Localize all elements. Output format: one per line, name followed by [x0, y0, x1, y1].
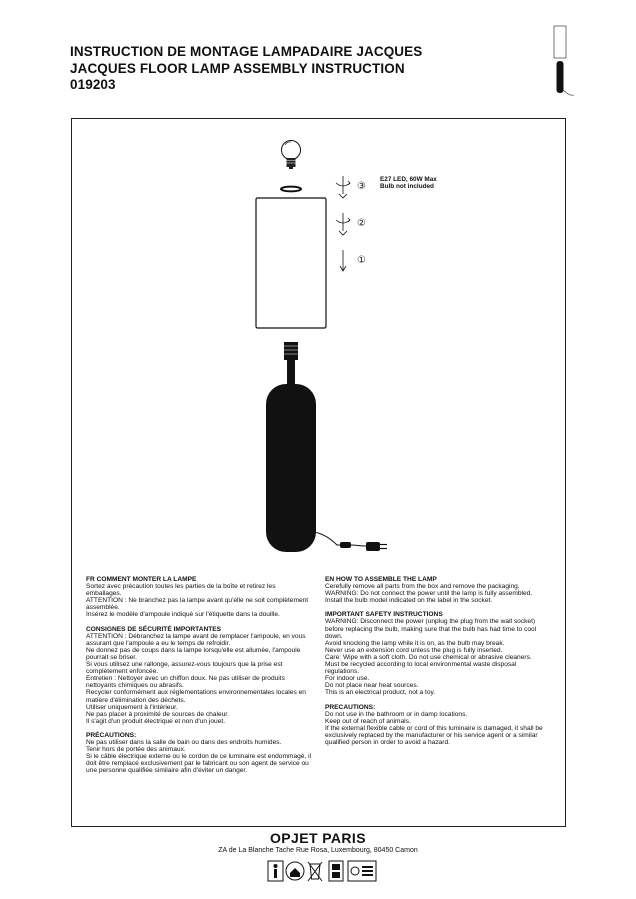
en-safety-line: For indoor use. [325, 675, 370, 683]
title-en: JACQUES FLOOR LAMP ASSEMBLY INSTRUCTION [70, 60, 405, 76]
instruction-frame [71, 118, 566, 827]
fr-safety-line: Ne pas placer à proximité de sources de … [86, 710, 229, 718]
en-precautions-line: If the external flexible cable or cord o… [325, 724, 543, 746]
en-precautions-line: Do not use in the bathroom or in damp lo… [325, 710, 468, 718]
en-precautions-heading: PRECAUTIONS: [325, 703, 376, 711]
fr-safety-line: Il s'agit d'un produit électrique et non… [86, 717, 226, 725]
fr-line: ATTENTION : Ne branchez pas la lampe ava… [86, 597, 309, 612]
fr-safety-line: Utiliser uniquement à l'intérieur. [86, 703, 178, 711]
bulb-specification: E27 LED, 60W Max Bulb not included [380, 176, 437, 190]
weee-bin-icon [307, 861, 323, 882]
indoor-use-icon [285, 861, 305, 881]
en-heading: EN HOW TO ASSEMBLE THE LAMP [325, 576, 437, 583]
en-safety-heading: IMPORTANT SAFETY INSTRUCTIONS [325, 611, 443, 619]
en-line: Install the bulb model indicated on the … [325, 597, 493, 605]
instructions-en: EN HOW TO ASSEMBLE THE LAMP Cerefully re… [325, 576, 550, 746]
lamp-thumbnail-icon [553, 25, 575, 96]
brand-name: OPJET PARIS [270, 830, 366, 846]
en-safety-line: Do not place near heat sources. [325, 682, 419, 690]
en-safety-line: Never use an extension cord unless the p… [325, 646, 503, 654]
fr-safety-line: Entretien : Nettoyer avec un chiffon dou… [86, 675, 285, 690]
document-header: INSTRUCTION DE MONTAGE LAMPADAIRE JACQUE… [70, 44, 550, 94]
fr-safety-line: Ne donnez pas de coups dans la lampe lor… [86, 646, 301, 661]
read-manual-icon [267, 860, 284, 882]
fr-precautions-line: Tenir hors de portée des animaux. [86, 746, 186, 754]
en-safety-line: Care: Wipe with a soft cloth. Do not use… [325, 653, 532, 661]
recycling-info-icon [328, 860, 344, 882]
en-safety-line: This is an electrical product, not a toy… [325, 689, 436, 697]
fr-safety-line: Recycler conformément aux réglementation… [86, 689, 306, 704]
en-safety-line: Avoid knocking the lamp while it is on, … [325, 639, 505, 647]
title-fr: INSTRUCTION DE MONTAGE LAMPADAIRE JACQUE… [70, 44, 423, 59]
compliance-icons [267, 860, 377, 882]
bulb-spec-line: E27 LED, 60W Max [380, 176, 437, 183]
en-safety-line: Must be recycled according to local envi… [325, 661, 517, 676]
fr-precautions-heading: PRÉCAUTIONS: [86, 731, 137, 739]
fr-safety-line: ATTENTION : Débranchez la lampe avant de… [86, 632, 306, 647]
en-line: Cerefully remove all parts from the box … [325, 583, 520, 591]
fr-line: Sortez avec précaution toutes les partie… [86, 583, 276, 598]
bulb-note-line: Bulb not included [380, 183, 434, 190]
fr-heading: FR COMMENT MONTER LA LAMPE [86, 576, 197, 583]
instructions-fr: FR COMMENT MONTER LA LAMPE Sortez avec p… [86, 576, 312, 774]
en-precautions-line: Keep out of reach of animals. [325, 717, 411, 725]
fr-safety-heading: CONSIGNES DE SÉCURITÉ IMPORTANTES [86, 625, 222, 633]
fr-precautions-line: Ne pas utiliser dans la salle de bain ou… [86, 738, 282, 746]
company-address: ZA de La Blanche Tache Rue Rosa, Luxembo… [218, 847, 418, 854]
en-safety-line: WARNING: Disconnect the power (unplug th… [325, 618, 537, 640]
fr-line: Insérez le modèle d'ampoule indiqué sur … [86, 611, 280, 619]
en-line: WARNING: Do not connect the power until … [325, 590, 533, 598]
fr-precautions-line: Si le câble électrique externe ou le cor… [86, 753, 312, 775]
reference-number: 019203 [70, 77, 116, 92]
triman-logo-icon [347, 860, 377, 882]
fr-safety-line: Si vous utilisez une rallonge, assurez-v… [86, 661, 283, 676]
